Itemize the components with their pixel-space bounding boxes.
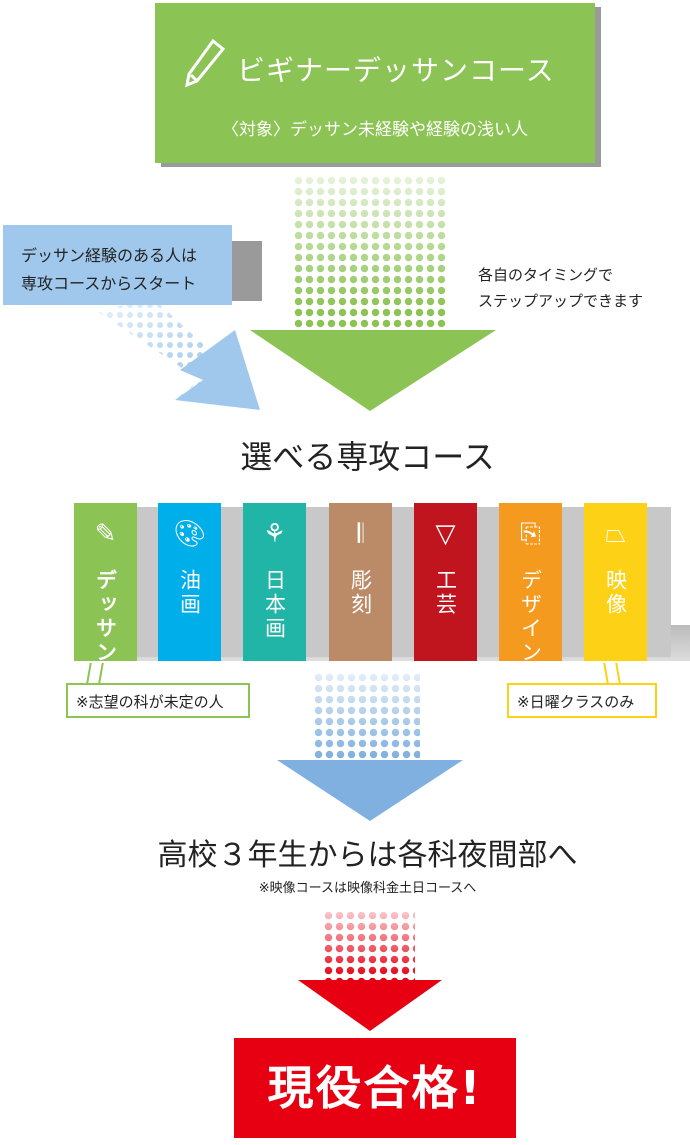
paper-roll-icon: ⎘ — [520, 519, 541, 549]
goal-box: 現役合格! — [234, 1038, 516, 1138]
major-label: 映像 — [603, 569, 628, 617]
major-sculpture: 𝄃 彫刻 — [329, 503, 392, 661]
beginner-course-title: ビギナーデッサンコース — [237, 54, 555, 87]
major-dessin: ✎ デッサン — [74, 503, 137, 665]
funnel-icon: ▽ — [435, 519, 456, 549]
red-halftone-arrow-shaft — [323, 910, 415, 982]
video-callout: ※日曜クラスのみ — [507, 683, 657, 718]
timing-note-line2: ステップアップできます — [478, 292, 644, 310]
blue-diagonal-arrow — [95, 300, 260, 410]
next-step-note: ※映像コースは映像科金土日コースへ — [258, 881, 477, 896]
major-label: デッサン — [93, 569, 118, 665]
green-arrow-head — [250, 330, 496, 411]
dessin-callout: ※志望の科が未定の人 — [66, 683, 250, 718]
red-arrow-head — [298, 980, 442, 1031]
pencil-icon: ✎ — [94, 519, 117, 549]
experienced-note-line2: 専攻コースからスタート — [21, 274, 197, 293]
blue-halftone-arrow-shaft — [313, 672, 420, 762]
timing-note: 各自のタイミングで ステップアップできます — [478, 262, 643, 314]
chisel-icon: 𝄃 — [357, 519, 364, 549]
major-label: 工芸 — [433, 569, 458, 617]
pencil-icon — [185, 38, 226, 88]
blue-arrow-head — [277, 760, 463, 821]
major-crafts: ▽ 工芸 — [414, 503, 477, 661]
experienced-note-box: デッサン経験のある人は 専攻コースからスタート — [3, 225, 232, 305]
major-label: 彫刻 — [348, 569, 373, 617]
green-halftone-arrow-shaft — [293, 175, 448, 333]
majors-heading: 選べる専攻コース — [240, 438, 495, 476]
beginner-course-subtitle: 〈対象〉デッサン未経験や経験の浅い人 — [222, 120, 528, 140]
experienced-note-line1: デッサン経験のある人は — [21, 246, 198, 265]
flower-icon: ⚘ — [262, 519, 287, 549]
projector-icon: ⏢ — [605, 519, 626, 549]
major-video: ⏢ 映像 — [584, 503, 647, 661]
next-step-heading: 高校３年生からは各科夜間部へ — [157, 838, 578, 873]
major-label: 油画 — [177, 569, 202, 617]
major-label: デザイン — [518, 569, 543, 665]
major-oil-painting: 🎨︎ 油画 — [158, 503, 221, 661]
major-design: ⎘ デザイン — [499, 503, 562, 665]
timing-note-line1: 各自のタイミングで — [478, 266, 614, 284]
beginner-course-box: ビギナーデッサンコース 〈対象〉デッサン未経験や経験の浅い人 — [155, 3, 595, 163]
major-nihonga: ⚘ 日本画 — [243, 503, 306, 661]
major-label: 日本画 — [262, 569, 287, 641]
palette-icon: 🎨︎ — [172, 519, 206, 549]
